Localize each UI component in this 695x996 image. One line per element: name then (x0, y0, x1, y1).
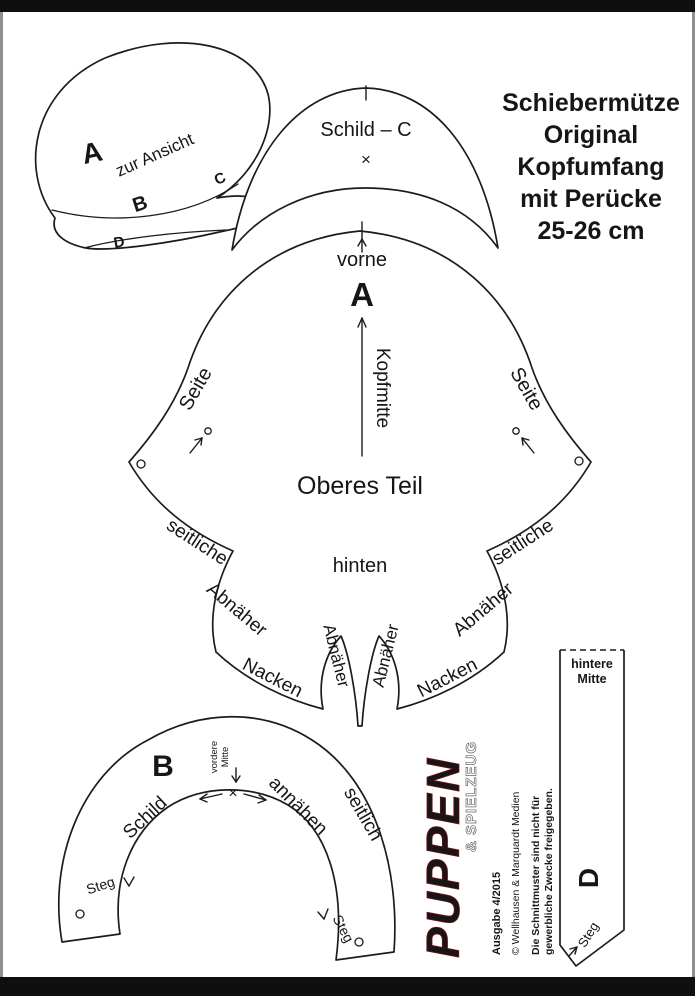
right-edge-strip (692, 12, 695, 977)
back-label: hinten (333, 555, 388, 577)
front-arrow (357, 238, 367, 253)
band-right-arrow (243, 793, 267, 804)
strip-top-line1: hintere (571, 657, 613, 671)
band-eyelet-left (75, 909, 85, 919)
band-down-arrow (231, 767, 241, 783)
preview-band-seam (51, 183, 239, 219)
top-piece-name: Oberes Teil (297, 472, 423, 500)
top-black-bar (0, 0, 695, 12)
eyelet-left-flare (136, 459, 146, 469)
visor-cross-mark: × (361, 150, 371, 169)
preview-label-b: B (130, 192, 151, 217)
publisher-block: PUPPEN & SPIELZEUG Ausgabe 4/2015 © Well… (417, 741, 555, 959)
band-eyelet-right (354, 937, 364, 947)
visor-piece-c: Schild – C × (231, 85, 499, 251)
size-info-block: Schiebermütze Original Kopfumfang mit Pe… (502, 89, 680, 245)
strip-top-line2: Mitte (577, 672, 606, 686)
band-notch-right (317, 908, 329, 921)
band-piece-b: B vordere Mitte × Schild annähen seitli (58, 715, 396, 961)
visor-title: Schild – C (320, 119, 411, 141)
preview-visor-seam (83, 229, 227, 249)
strip-outline (559, 650, 625, 967)
eyelet-left-upper (204, 427, 212, 435)
band-front-center-line1: vordere (209, 741, 220, 773)
strip-letter: D (573, 868, 604, 888)
band-front-center-line2: Mitte (220, 747, 231, 768)
preview-label-d: D (112, 233, 126, 252)
publisher-notice-line2: gewerbliche Zwecke freigegeben. (543, 788, 555, 955)
band-letter: B (152, 750, 174, 783)
publisher-logo: PUPPEN (417, 757, 469, 958)
publisher-logo-sub: & SPIELZEUG (463, 741, 480, 852)
band-left-arrow (199, 793, 223, 803)
band-cross-mark: × (228, 785, 237, 802)
strip-arrow (568, 946, 578, 957)
visor-outline (231, 87, 499, 251)
publisher-notice-line1: Die Schnittmuster sind nicht für (530, 796, 542, 955)
strip-piece-d: hintere Mitte D Steg (559, 649, 625, 967)
preview-cap: A zur Ansicht B C D (34, 42, 271, 252)
front-label: vorne (337, 249, 387, 271)
eyelet-right-upper (512, 427, 520, 435)
publisher-copyright: © Wellhausen & Marquardt Medien (510, 791, 522, 955)
top-piece-letter: A (350, 276, 374, 313)
info-line-2: Original (544, 121, 638, 149)
top-piece-outline (128, 230, 592, 727)
left-edge-strip (0, 12, 3, 977)
band-notch-left (123, 876, 135, 888)
eyelet-right-flare (574, 456, 584, 466)
bottom-black-bar (0, 977, 695, 996)
info-line-4: mit Perücke (520, 185, 662, 213)
info-line-5: 25-26 cm (537, 217, 644, 245)
center-line-label: Kopfmitte (372, 348, 393, 428)
top-piece-a: vorne A Kopfmitte Oberes Teil Seite Seit… (128, 221, 592, 727)
band-outline (58, 715, 396, 961)
publisher-issue: Ausgabe 4/2015 (491, 872, 503, 955)
side-mark-right (521, 437, 535, 454)
center-line-arrow (357, 317, 367, 457)
info-line-1: Schiebermütze (502, 89, 680, 117)
info-line-3: Kopfumfang (517, 153, 664, 181)
side-mark-left (189, 437, 203, 454)
